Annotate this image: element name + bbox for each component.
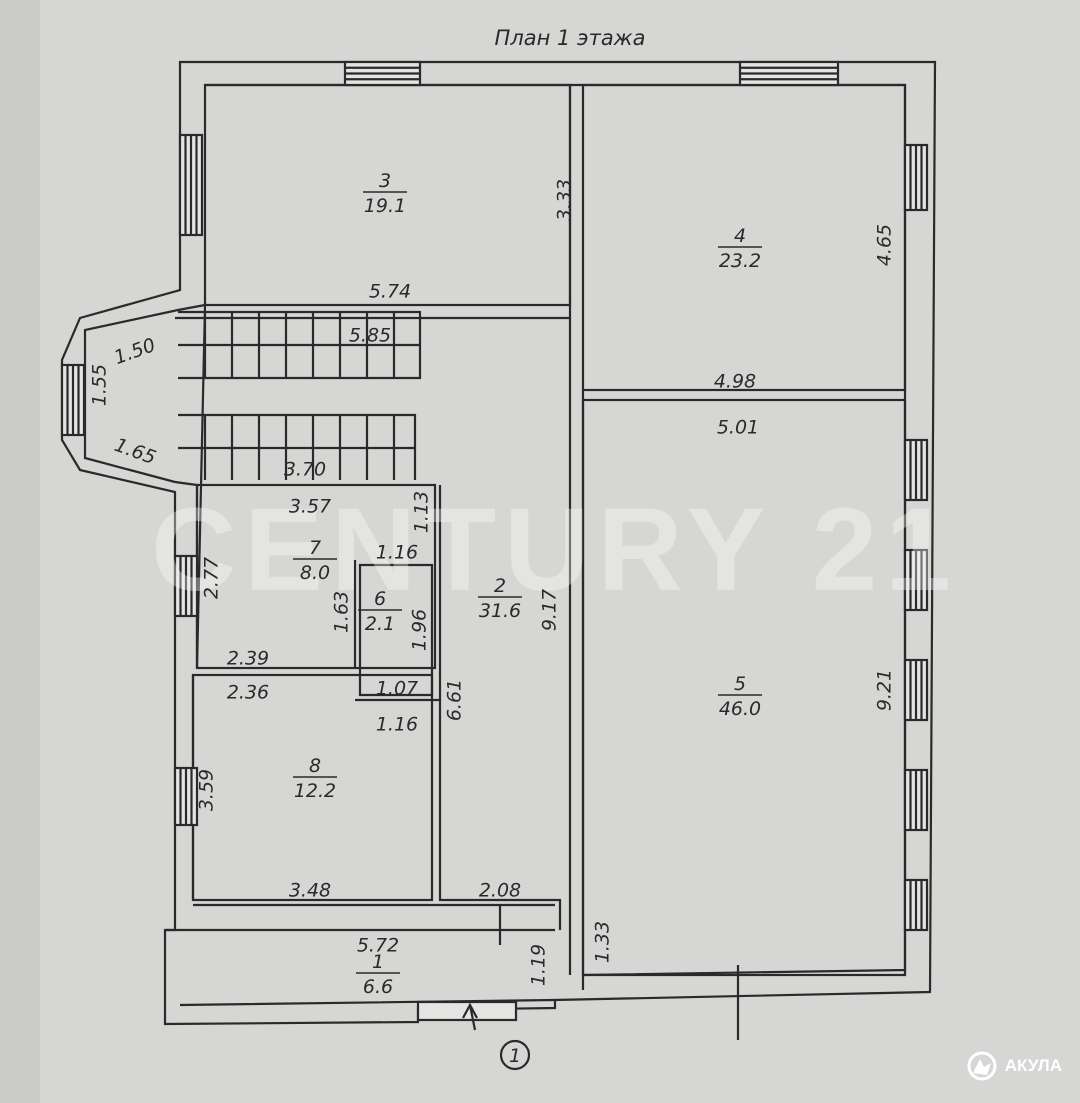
room-area: 8.0: [300, 562, 330, 584]
dimension-label: 5.74: [369, 281, 411, 303]
dimension-label: 5.01: [717, 417, 759, 439]
dimension-label: 2.77: [201, 557, 223, 599]
logo-text: АКУЛА: [1004, 1056, 1062, 1075]
room-number: 8: [309, 755, 321, 777]
dimension-label: 1.07: [376, 678, 418, 700]
dimension-label: 1.63: [331, 591, 353, 633]
dimension-label: 3.59: [196, 769, 218, 811]
dimension-label: 1.96: [409, 609, 431, 651]
dimension-label: 1.16: [376, 542, 418, 564]
dimension-label: 9.21: [874, 669, 896, 711]
dimension-label: 1.55: [89, 364, 111, 406]
room-area: 12.2: [294, 780, 336, 802]
dimension-label: 3.57: [289, 496, 331, 518]
room-area: 31.6: [479, 600, 521, 622]
room-number: 7: [309, 537, 321, 559]
room-area: 23.2: [719, 250, 761, 272]
dimension-label: 1.16: [376, 714, 418, 736]
dimension-label: 1.13: [411, 491, 433, 533]
room-area: 6.6: [363, 976, 393, 998]
room-number: 3: [379, 170, 391, 192]
logo: АКУЛА: [967, 1051, 1062, 1081]
room-number: 4: [734, 225, 746, 247]
dimension-label: 2.36: [227, 682, 269, 704]
dimension-label: 3.48: [289, 880, 331, 902]
dimension-label: 5.72: [357, 935, 399, 957]
room-area: 46.0: [719, 698, 761, 720]
dimension-label: 4.65: [874, 224, 896, 266]
shark-logo-icon: [967, 1051, 997, 1081]
room-number: 6: [374, 588, 386, 610]
walls: [60, 60, 937, 1071]
dimension-label: 5.85: [349, 325, 391, 347]
entrance-marker: 1: [509, 1045, 521, 1067]
room-number: 5: [734, 673, 746, 695]
dimension-label: 2.08: [479, 880, 521, 902]
room-area: 19.1: [364, 195, 406, 217]
room-number: 2: [494, 575, 506, 597]
plan-title: План 1 этажа: [495, 26, 646, 50]
dimension-label: 3.70: [284, 459, 326, 481]
dimension-label: 3.33: [554, 179, 576, 221]
watermark: CENTURY 21: [151, 484, 959, 616]
room-number: 1: [372, 951, 384, 973]
dimension-label: 9.17: [539, 589, 561, 631]
dimension-label: 2.39: [227, 648, 269, 670]
dimension-label: 6.61: [444, 679, 466, 721]
dimension-label: 4.98: [714, 371, 756, 393]
room-area: 2.1: [365, 613, 395, 635]
dimension-label: 1.19: [528, 944, 550, 986]
dimension-label: 1.33: [592, 921, 614, 963]
